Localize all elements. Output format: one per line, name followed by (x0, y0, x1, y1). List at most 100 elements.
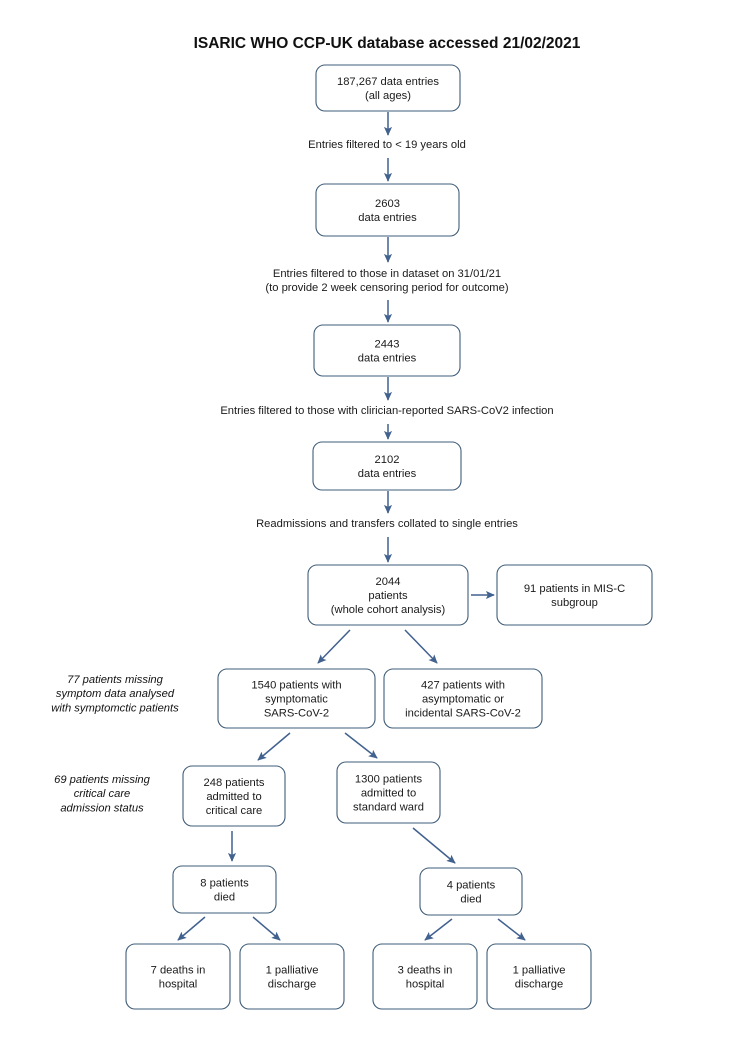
text-line: data entries (358, 353, 417, 365)
node-box (312, 441, 462, 491)
text-line: admitted to (361, 788, 416, 800)
text-line: data entries (358, 468, 417, 480)
node-label: 7 deaths in hospital (151, 964, 206, 990)
node-box (336, 761, 441, 824)
text-line: SARS-CoV-2 (264, 708, 329, 720)
flow-node: 187,267 data entries (all ages) (315, 64, 461, 112)
flow-arrow (412, 827, 456, 864)
node-label: 3 deaths in hospital (398, 964, 453, 990)
flow-arrow (252, 916, 281, 941)
text-line: admission status (60, 802, 144, 814)
text-line: incidental SARS-CoV-2 (405, 708, 521, 720)
step-label: Entries filtered to those with clirician… (220, 405, 553, 417)
flow-node: 1300 patients admitted to standard ward (336, 761, 441, 824)
text-line: asymptomatic or (422, 694, 504, 706)
text-line: died (214, 892, 235, 904)
flow-node: 427 patients with asymptomatic or incident… (383, 668, 543, 729)
flow-arrow (177, 916, 206, 941)
node-box (383, 668, 543, 729)
text-line: discharge (268, 979, 317, 991)
flow-arrow (317, 629, 351, 664)
text-line: symptomatic (265, 694, 328, 706)
node-box (496, 564, 653, 626)
text-line: 7 deaths in (151, 964, 206, 976)
text-line: Entries filtered to < 19 years old (308, 139, 466, 151)
text-line: hospital (406, 979, 445, 991)
node-label: 1 palliative discharge (266, 964, 319, 990)
node-box (239, 943, 345, 1010)
node-box (313, 324, 461, 377)
node-box (315, 64, 461, 112)
node-box (182, 765, 286, 827)
text-line: 4 patients (447, 879, 496, 891)
step-labels-layer: Entries filtered to < 19 years oldEntrie… (220, 139, 553, 530)
diagram-title-group: ISARIC WHO CCP-UK database accessed 21/0… (194, 35, 581, 52)
flow-node: 248 patients admitted to critical care (182, 765, 286, 827)
node-label: 1300 patients admitted to standard ward (353, 773, 424, 813)
text-line: data entries (358, 212, 417, 224)
text-line: 1300 patients (355, 773, 423, 785)
node-box (419, 867, 523, 916)
step-label: Entries filtered to those in dataset on … (265, 268, 508, 294)
text-line: 77 patients missing (67, 674, 164, 686)
text-line: 2044 (376, 576, 401, 588)
node-box (172, 865, 277, 914)
annotation-labels-layer: 77 patients missing symptom data analysed… (51, 674, 179, 814)
text-line: 427 patients with (421, 679, 505, 691)
node-label: 248 patients admitted to critical care (204, 777, 265, 817)
text-line: Readmissions and transfers collated to s… (256, 518, 518, 530)
text-line: symptom data analysed (56, 688, 175, 700)
page-title: ISARIC WHO CCP-UK database accessed 21/0… (194, 35, 581, 52)
text-line: patients (368, 590, 408, 602)
text-line: 91 patients in MIS-C (524, 583, 625, 595)
step-label: Readmissions and transfers collated to s… (256, 518, 518, 530)
flow-arrow (257, 732, 291, 761)
text-line: 248 patients (204, 777, 265, 789)
flow-arrow (404, 629, 438, 664)
annotation-label: 77 patients missing symptom data analysed… (51, 674, 179, 714)
node-box (315, 183, 460, 237)
flow-node: 3 deaths in hospital (372, 943, 478, 1010)
text-line: admitted to (206, 791, 261, 803)
node-boxes-layer: 187,267 data entries (all ages) 2603 data e… (125, 64, 653, 1010)
step-label: Entries filtered to < 19 years old (308, 139, 466, 151)
text-line: 69 patients missing (54, 774, 151, 786)
text-line: 3 deaths in (398, 964, 453, 976)
text-line: standard ward (353, 802, 424, 814)
text-line: 1540 patients with (251, 679, 341, 691)
text-line: (to provide 2 week censoring period for … (265, 282, 508, 294)
text-line: died (460, 894, 481, 906)
text-line: critical care (74, 788, 131, 800)
text-line: hospital (159, 979, 198, 991)
flow-node: 2603 data entries (315, 183, 460, 237)
text-line: Entries filtered to those in dataset on … (273, 268, 501, 280)
flow-node: 4 patients died (419, 867, 523, 916)
flow-node: 1 palliative discharge (239, 943, 345, 1010)
text-line: critical care (206, 805, 263, 817)
flow-arrow (344, 732, 378, 759)
text-line: 187,267 data entries (337, 76, 439, 88)
node-box (486, 943, 592, 1010)
node-label: 187,267 data entries (all ages) (337, 76, 439, 102)
text-line: 2603 (375, 198, 400, 210)
node-label: 427 patients with asymptomatic or incident… (405, 679, 521, 719)
node-box (125, 943, 231, 1010)
text-line: 1 palliative (513, 964, 566, 976)
text-line: 1 palliative (266, 964, 319, 976)
text-line: with symptomctic patients (51, 702, 179, 714)
text-line: (all ages) (365, 90, 411, 102)
